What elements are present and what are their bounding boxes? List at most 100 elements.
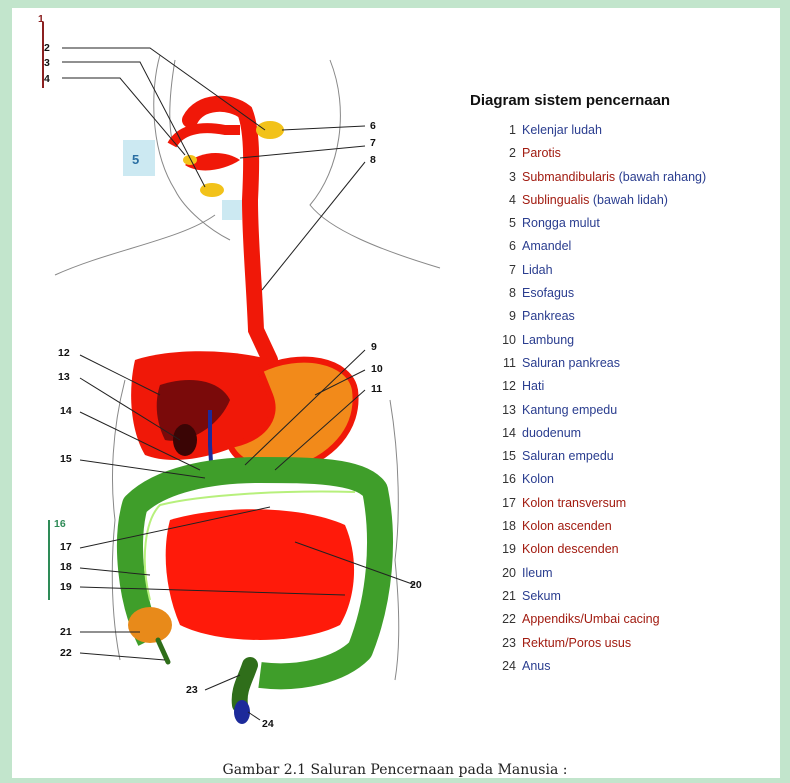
legend-label: Kelenjar ludah bbox=[522, 123, 602, 137]
label-8: 8 bbox=[370, 154, 376, 166]
legend-number: 5 bbox=[488, 212, 516, 235]
label-23: 23 bbox=[186, 684, 198, 696]
leader-6 bbox=[282, 126, 365, 130]
label-11: 11 bbox=[371, 383, 382, 395]
label-22: 22 bbox=[60, 647, 72, 659]
label-20: 20 bbox=[410, 579, 422, 591]
small-intestine bbox=[166, 509, 354, 640]
legend-number: 1 bbox=[488, 119, 516, 142]
legend-label: Ileum bbox=[522, 566, 553, 580]
legend-label: Lambung bbox=[522, 333, 574, 347]
rectum bbox=[240, 665, 250, 705]
legend-number: 21 bbox=[488, 585, 516, 608]
label-18: 18 bbox=[60, 561, 72, 573]
legend-item: 21 Sekum bbox=[488, 585, 706, 608]
legend-label: Parotis bbox=[522, 146, 561, 160]
legend-number: 17 bbox=[488, 492, 516, 515]
legend-label: Appendiks/Umbai cacing bbox=[522, 612, 660, 626]
legend-item: 13 Kantung empedu bbox=[488, 399, 706, 422]
legend-label: Amandel bbox=[522, 239, 571, 253]
esophagus bbox=[190, 104, 270, 360]
label-21: 21 bbox=[60, 626, 72, 638]
legend-number: 20 bbox=[488, 562, 516, 585]
label-9: 9 bbox=[371, 341, 377, 353]
legend-number: 24 bbox=[488, 655, 516, 678]
legend-label: Submandibularis bbox=[522, 170, 615, 184]
legend-number: 16 bbox=[488, 468, 516, 491]
label-15: 15 bbox=[60, 453, 72, 465]
gallbladder bbox=[173, 424, 197, 456]
label-24: 24 bbox=[262, 718, 274, 730]
legend-item: 18Kolon ascenden bbox=[488, 515, 706, 538]
leader-2 bbox=[62, 48, 265, 130]
label-13: 13 bbox=[58, 371, 70, 383]
legend-label-note: (bawah lidah) bbox=[589, 193, 668, 207]
label-2: 2 bbox=[44, 42, 50, 54]
leader-22 bbox=[80, 653, 165, 660]
legend-item: 23Rektum/Poros usus bbox=[488, 632, 706, 655]
legend-number: 4 bbox=[488, 189, 516, 212]
legend-label: Kantung empedu bbox=[522, 403, 617, 417]
label-12: 12 bbox=[58, 347, 70, 359]
legend-label: Kolon transversum bbox=[522, 496, 626, 510]
cecum bbox=[128, 607, 172, 643]
label-1: 1 bbox=[38, 13, 44, 25]
legend-number: 3 bbox=[488, 166, 516, 189]
legend-label: Rongga mulut bbox=[522, 216, 600, 230]
figure-caption: Gambar 2.1 Saluran Pencernaan pada Manus… bbox=[0, 762, 790, 778]
label-3: 3 bbox=[44, 57, 50, 69]
leader-24 bbox=[248, 712, 260, 720]
parotid-gland bbox=[256, 121, 284, 139]
legend-label: Lidah bbox=[522, 263, 553, 277]
label-17: 17 bbox=[60, 541, 72, 553]
leader-8 bbox=[262, 162, 365, 290]
head-outline bbox=[154, 55, 230, 240]
label-5: 5 bbox=[132, 152, 139, 167]
legend-number: 13 bbox=[488, 399, 516, 422]
label-10: 10 bbox=[371, 363, 383, 375]
legend-item: 15 Saluran empedu bbox=[488, 445, 706, 468]
label-7: 7 bbox=[370, 137, 376, 149]
legend-label: duodenum bbox=[522, 426, 581, 440]
anus bbox=[234, 700, 250, 724]
legend-label: Sekum bbox=[522, 589, 561, 603]
legend-item: 9Pankreas bbox=[488, 305, 706, 328]
legend-item: 3 Submandibularis (bawah rahang) bbox=[488, 166, 706, 189]
legend-number: 22 bbox=[488, 608, 516, 631]
legend-item: 1 Kelenjar ludah bbox=[488, 119, 706, 142]
legend-label: Saluran pankreas bbox=[522, 356, 620, 370]
legend-item: 7 Lidah bbox=[488, 259, 706, 282]
legend-label: Sublingualis bbox=[522, 193, 589, 207]
legend-label: Saluran empedu bbox=[522, 449, 614, 463]
legend-label: Esofagus bbox=[522, 286, 574, 300]
sublingual-gland bbox=[183, 155, 197, 165]
legend-number: 7 bbox=[488, 259, 516, 282]
legend-number: 12 bbox=[488, 375, 516, 398]
label-4: 4 bbox=[44, 73, 50, 85]
legend-number: 8 bbox=[488, 282, 516, 305]
legend-item: 17 Kolon transversum bbox=[488, 492, 706, 515]
legend-number: 9 bbox=[488, 305, 516, 328]
legend-number: 2 bbox=[488, 142, 516, 165]
legend-label: Anus bbox=[522, 659, 551, 673]
legend-item: 4 Sublingualis (bawah lidah) bbox=[488, 189, 706, 212]
legend-item: 22 Appendiks/Umbai cacing bbox=[488, 608, 706, 631]
appendix bbox=[158, 640, 168, 662]
legend-number: 15 bbox=[488, 445, 516, 468]
legend-label: Kolon descenden bbox=[522, 542, 619, 556]
label-6: 6 bbox=[370, 120, 376, 132]
legend-label-note: (bawah rahang) bbox=[615, 170, 706, 184]
legend-item: 2 Parotis bbox=[488, 142, 706, 165]
shoulder-left bbox=[55, 215, 215, 275]
tonsil-box bbox=[222, 200, 242, 220]
legend-item: 8 Esofagus bbox=[488, 282, 706, 305]
legend-item: 24 Anus bbox=[488, 655, 706, 678]
legend-number: 18 bbox=[488, 515, 516, 538]
diagram-title: Diagram sistem pencernaan bbox=[470, 92, 670, 109]
